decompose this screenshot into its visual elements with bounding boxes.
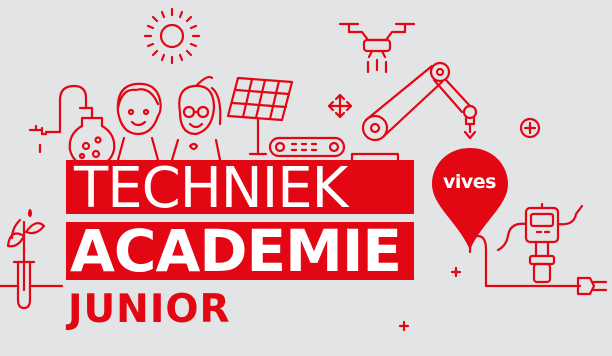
title-line-2: ACADEMIE xyxy=(70,217,402,285)
subtitle-junior: JUNIOR xyxy=(68,287,231,332)
conveyor-belt-icon xyxy=(268,136,346,158)
title-banner-bottom xyxy=(66,222,414,280)
vives-logo-badge xyxy=(432,148,508,250)
sun-icon xyxy=(143,7,201,65)
plus-icon xyxy=(519,117,541,139)
solar-panel-icon xyxy=(226,76,294,156)
title-banner-top xyxy=(66,160,414,214)
decor-symbols xyxy=(398,266,462,332)
plant-test-tube-icon xyxy=(0,208,64,310)
children-icon xyxy=(116,75,222,162)
vives-brand-text: vives xyxy=(443,171,496,193)
move-arrows-icon xyxy=(327,93,353,119)
robot-icon xyxy=(496,202,584,284)
drone-icon xyxy=(338,22,416,74)
chemistry-flask-icon xyxy=(28,84,116,168)
title-line-1: TECHNIEK xyxy=(74,156,348,221)
